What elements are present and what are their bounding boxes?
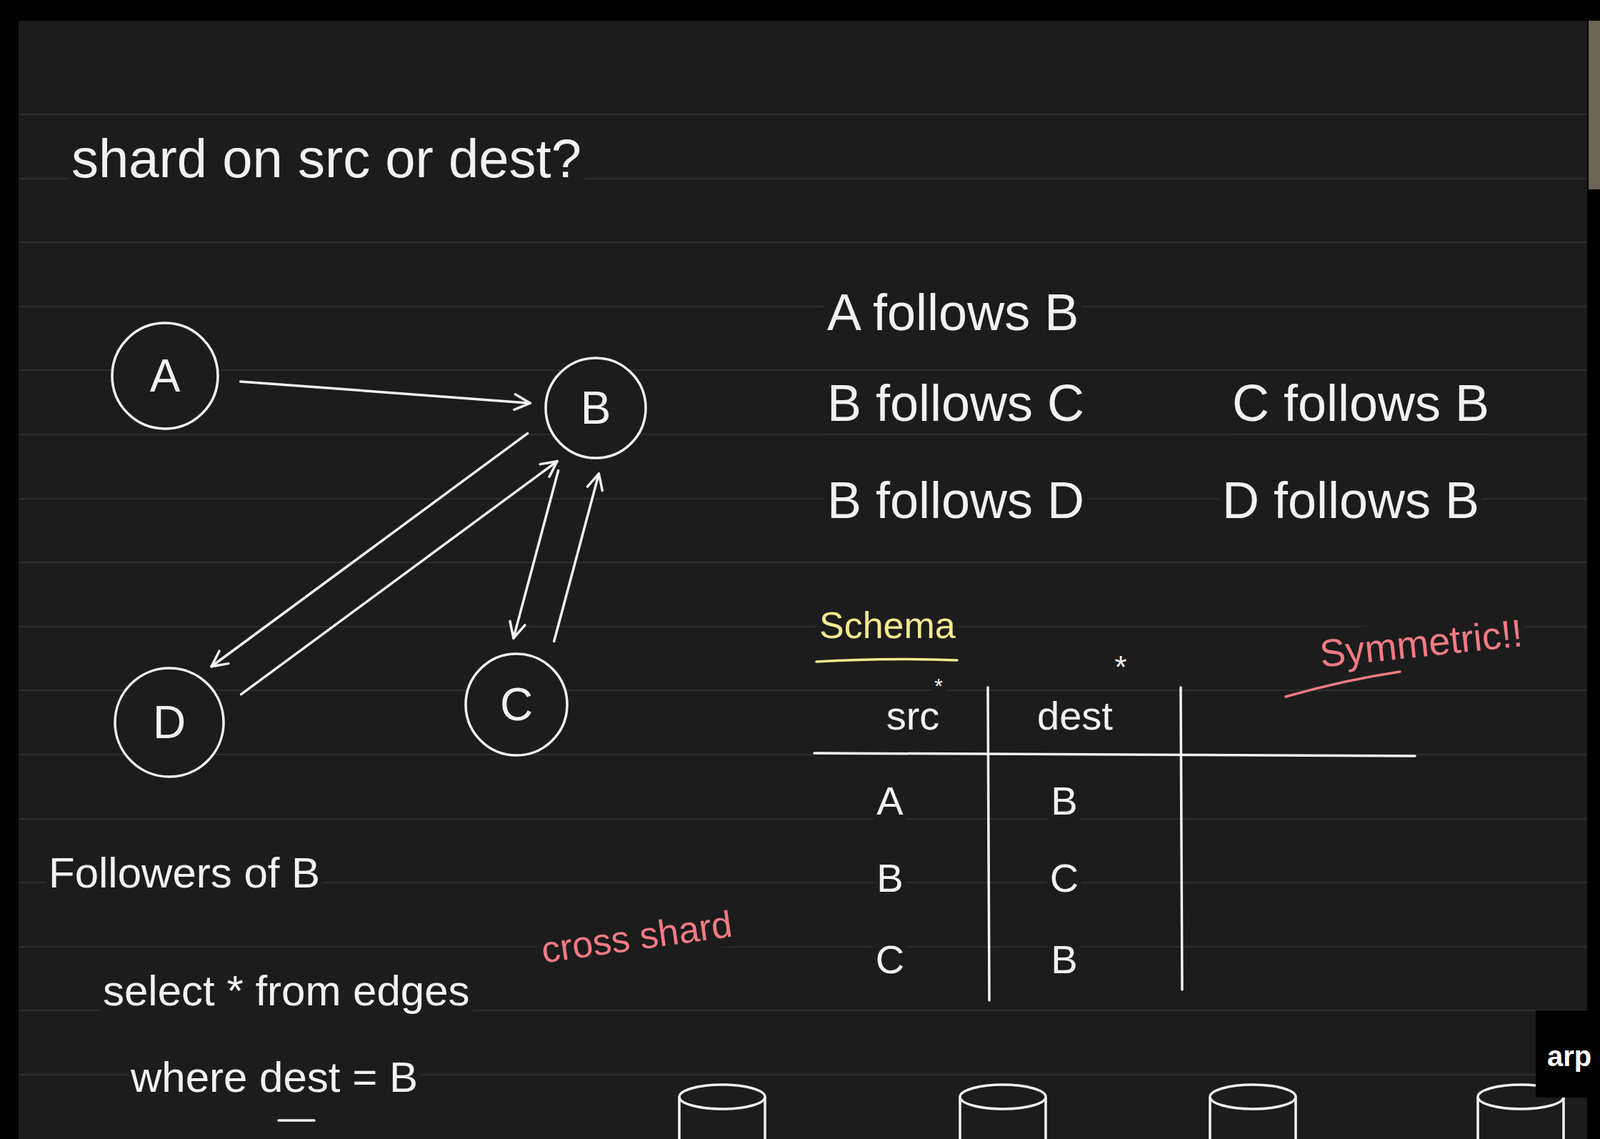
table-header: dest [1034,692,1116,739]
sql-line: where dest = B [127,1052,421,1102]
query-heading: Followers of B [45,847,323,898]
table-cell: C [872,936,908,983]
user-circle: C [464,652,569,757]
table-header: src [883,692,943,739]
node-label: B [580,382,612,433]
follow-arrow [554,473,600,642]
relation-note: C follows B [1229,373,1493,433]
follow-arrow [240,381,531,403]
relation-note: A follows B [824,282,1082,343]
table-cell: B [1047,777,1080,824]
page-panel [18,20,1588,1139]
watermark: arp [1544,1039,1595,1073]
schema-table-lines [814,687,1415,1000]
schema-heading: Schema [816,604,959,648]
table-cell: B [873,855,906,901]
watermark-box [1535,1010,1600,1098]
relation-note: B follows C [824,373,1088,433]
symmetric-underline [1285,671,1400,697]
ruled-lines [18,114,1588,1075]
node-label: D [152,697,186,748]
circle-shape [112,322,218,429]
node-label: A [150,350,181,401]
key-mark: * [1111,649,1130,686]
relation-note: D follows B [1219,470,1483,530]
sql-line: select * from edges [100,965,473,1015]
database-cylinders [679,1084,1564,1139]
table-cell: A [873,777,906,824]
circle-shape [115,667,224,777]
relation-note: B follows D [824,470,1088,530]
node-label: C [500,679,533,730]
follow-arrow [513,470,559,639]
follow-arrow [211,433,528,667]
table-cell: B [1047,936,1080,983]
table-cell: C [1047,855,1082,901]
user-circle: D [113,666,225,778]
schema-underline [816,658,958,662]
circle-shape [545,357,646,458]
user-circle: B [544,356,648,460]
page-title: shard on src or dest? [68,127,585,190]
circle-shape [465,653,568,755]
user-circle: A [110,321,220,430]
video-thumbnail [1588,20,1600,190]
query-underline [278,1118,315,1122]
